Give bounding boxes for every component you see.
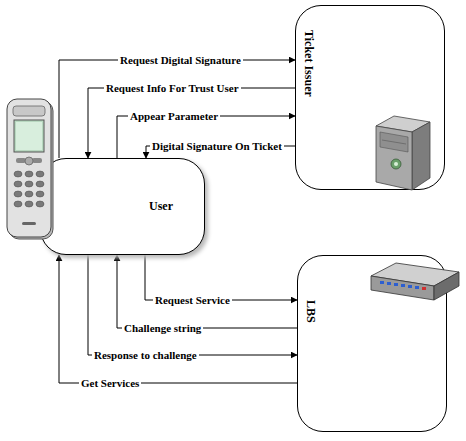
message-label: Get Services xyxy=(79,377,141,390)
message-arrow xyxy=(88,255,297,355)
message-arrow xyxy=(88,88,295,158)
message-arrow xyxy=(59,60,295,158)
node-title: User xyxy=(149,200,173,213)
message-label: Challenge string xyxy=(122,322,203,335)
message-label: Request Service xyxy=(153,294,232,307)
message-label: Appear Parameter xyxy=(128,110,220,123)
message-label: Request Info For Trust User xyxy=(104,82,241,95)
message-label: Response to challenge xyxy=(92,349,199,362)
network-device xyxy=(368,260,462,304)
mobile-phone xyxy=(6,98,58,244)
message-label: Request Digital Signature xyxy=(118,54,243,67)
node-title: Ticket Issuer xyxy=(302,30,315,97)
message-label: Digital Signature On Ticket xyxy=(150,140,284,153)
node-title: LBS xyxy=(304,300,317,323)
message-arrow xyxy=(59,255,297,383)
server-tower xyxy=(372,112,434,194)
user-box: User xyxy=(40,158,205,255)
message-arrow xyxy=(117,255,297,328)
